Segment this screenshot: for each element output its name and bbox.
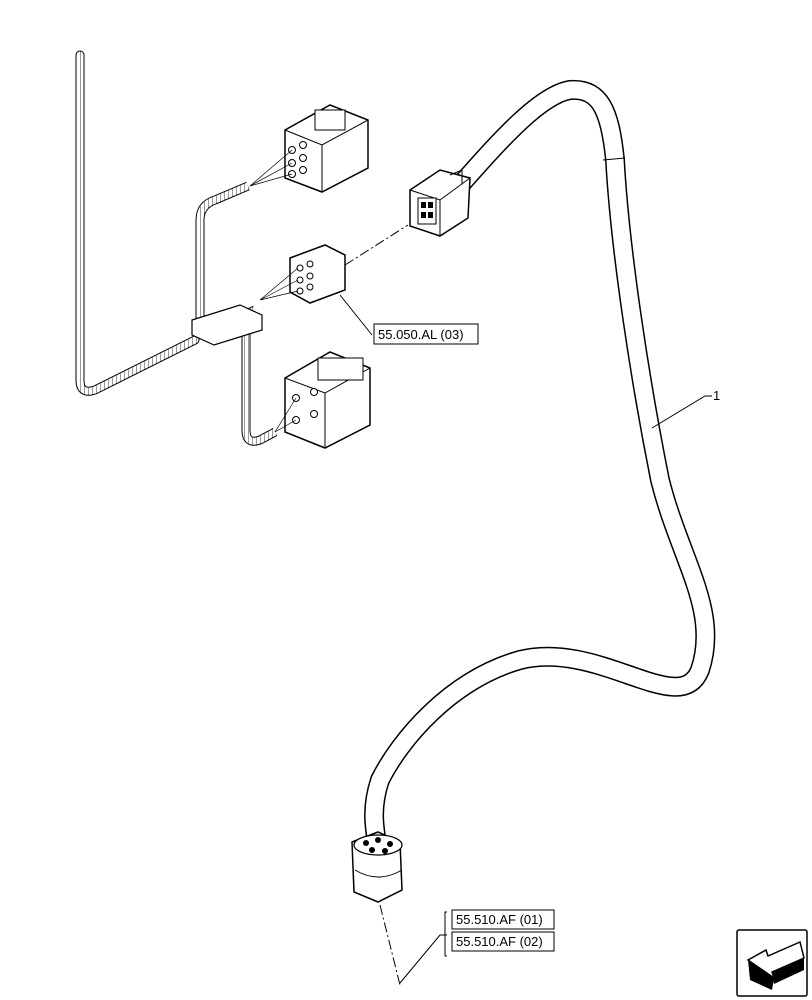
corrugated-conduit-left <box>75 50 200 396</box>
connection-line-bottom <box>379 904 401 986</box>
ref-top-label: 55.050.AL (03) <box>378 327 464 342</box>
corrugated-branch-lower <box>241 320 278 446</box>
leader-item-1 <box>651 395 712 429</box>
harness-junction <box>191 304 263 346</box>
ref-bottom-label-2: 55.510.AF (02) <box>456 934 543 949</box>
ref-box-bottom: 55.510.AF (01) 55.510.AF (02) <box>399 909 555 984</box>
callout-item-1: 1 <box>713 388 720 403</box>
connector-middle <box>259 244 346 304</box>
connector-upper-6pin <box>249 104 369 193</box>
main-cable-top-connector <box>409 169 471 237</box>
connector-lower-4pin <box>274 351 371 449</box>
arrow-corner-icon[interactable] <box>736 929 808 997</box>
main-harness-cable <box>364 79 716 860</box>
ref-bottom-label-1: 55.510.AF (01) <box>456 912 543 927</box>
connection-line-top <box>344 224 409 266</box>
ref-box-top: 55.050.AL (03) <box>373 323 479 345</box>
main-cable-bottom-connector <box>351 831 403 903</box>
leader-ref-top <box>339 294 373 336</box>
